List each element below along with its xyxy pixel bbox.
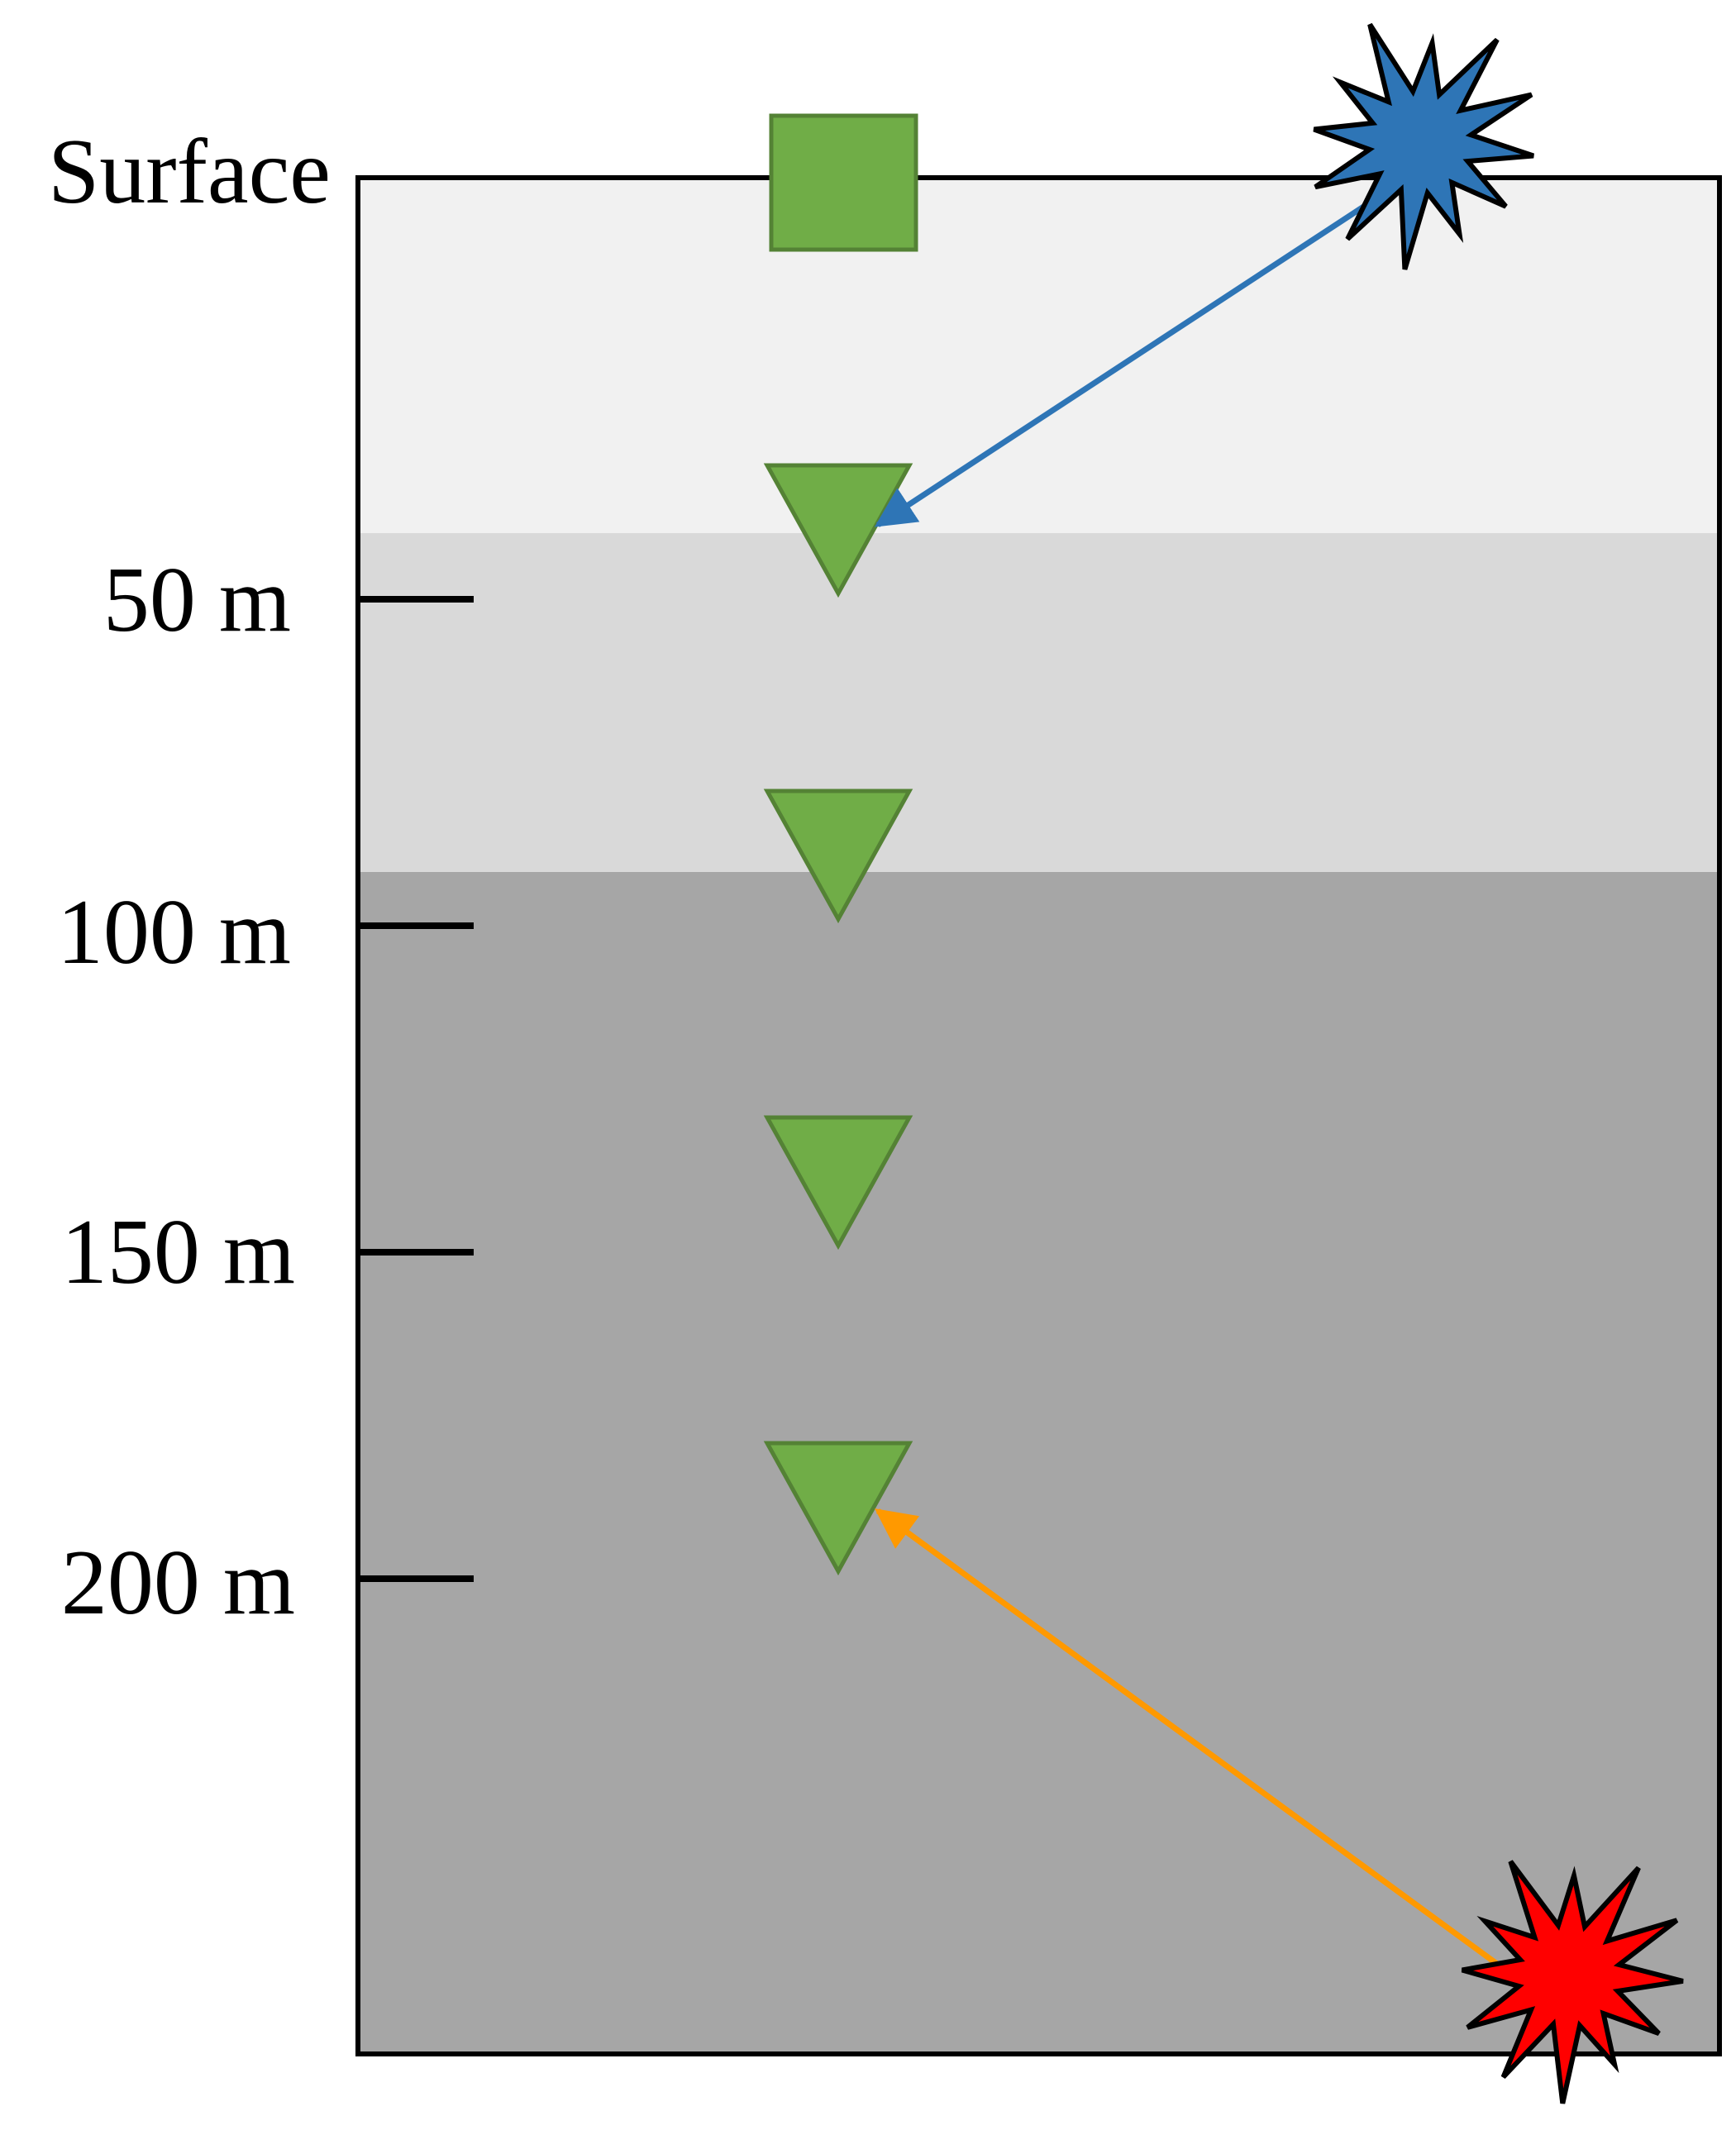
depth-label-150: 150 m [61, 1201, 295, 1303]
inverted-triangle-receiver-icon [763, 1441, 913, 1576]
depth-label-100: 100 m [57, 881, 291, 984]
depth-label-50: 50 m [103, 549, 291, 651]
layer-top [358, 178, 1719, 533]
surface-ray-arrow [874, 188, 1390, 527]
square-receiver-icon [769, 113, 918, 252]
surface-label: Surface [48, 121, 331, 223]
model-frame [355, 175, 1722, 2056]
inverted-triangle-receiver-icon [763, 789, 913, 924]
layer-bottom [358, 872, 1719, 2054]
inverted-triangle-receiver-icon [763, 1115, 913, 1251]
deep-ray-arrow [875, 1508, 1515, 1978]
layer-middle [358, 533, 1719, 872]
depth-label-200: 200 m [61, 1532, 295, 1634]
explosion-star-icon [1461, 1860, 1684, 2104]
explosion-star-icon [1313, 22, 1534, 270]
inverted-triangle-receiver-icon [763, 463, 913, 598]
